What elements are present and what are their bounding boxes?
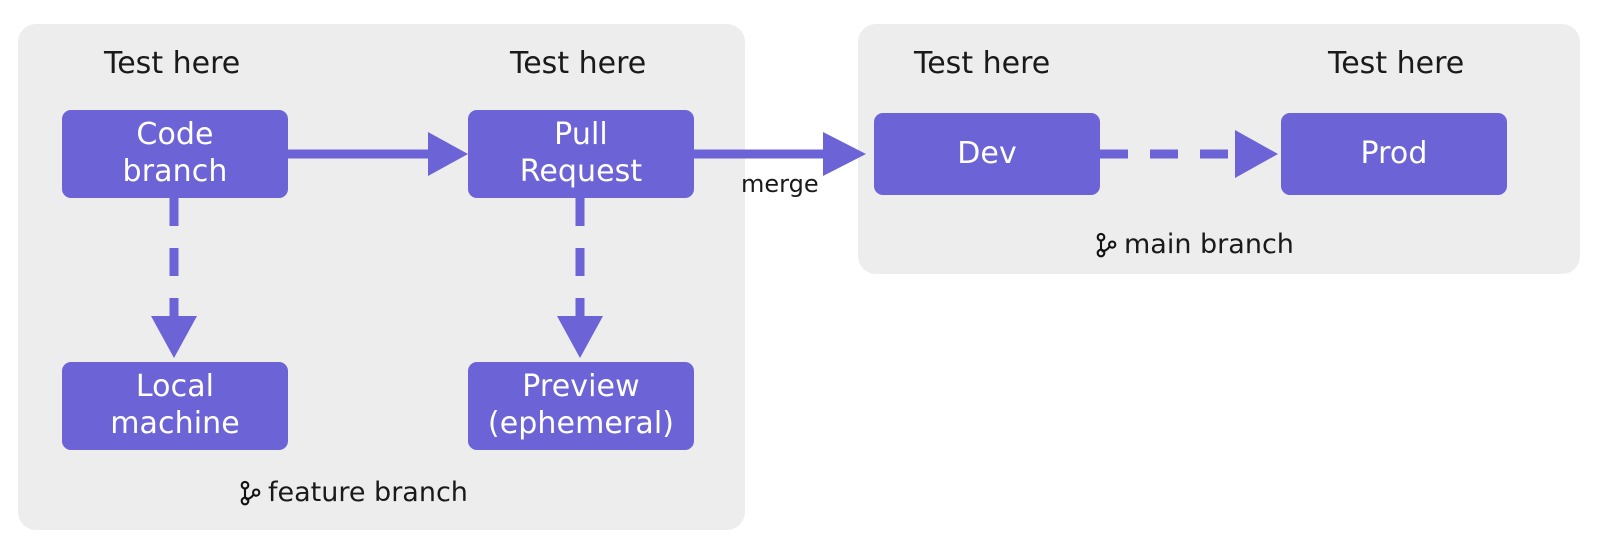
node-code-branch-line1: Code	[136, 117, 214, 153]
node-local-machine-line2: machine	[110, 406, 240, 441]
column-label-test-here-1: Test here	[104, 46, 241, 81]
node-preview-line2: (ephemeral)	[487, 406, 675, 441]
column-label-test-here-4: Test here	[1328, 46, 1465, 81]
git-branch-icon	[1096, 232, 1117, 258]
node-dev-line1: Dev	[957, 135, 1017, 171]
node-code-branch[interactable]: Code branch	[62, 110, 288, 198]
node-pull-request-line2: Request	[519, 154, 643, 189]
group-panel-feature-branch	[18, 24, 745, 530]
node-prod[interactable]: Prod	[1281, 113, 1507, 195]
node-preview-ephemeral[interactable]: Preview (ephemeral)	[468, 362, 694, 450]
node-local-machine[interactable]: Local machine	[62, 362, 288, 450]
node-local-machine-line1: Local	[135, 369, 215, 405]
column-label-test-here-3: Test here	[914, 46, 1051, 81]
node-dev[interactable]: Dev	[874, 113, 1100, 195]
branch-caption-feature: feature branch	[240, 477, 468, 508]
git-branch-icon	[240, 480, 261, 506]
node-preview-line1: Preview	[522, 369, 640, 405]
node-pull-request-line1: Pull	[554, 117, 608, 153]
branch-caption-feature-text: feature branch	[268, 477, 468, 508]
branch-caption-main-text: main branch	[1124, 229, 1294, 260]
branch-caption-main: main branch	[1096, 229, 1294, 260]
node-code-branch-line2: branch	[122, 154, 228, 189]
node-pull-request[interactable]: Pull Request	[468, 110, 694, 198]
node-prod-line1: Prod	[1360, 135, 1428, 171]
edge-label-merge: merge	[741, 170, 819, 198]
column-label-test-here-2: Test here	[510, 46, 647, 81]
